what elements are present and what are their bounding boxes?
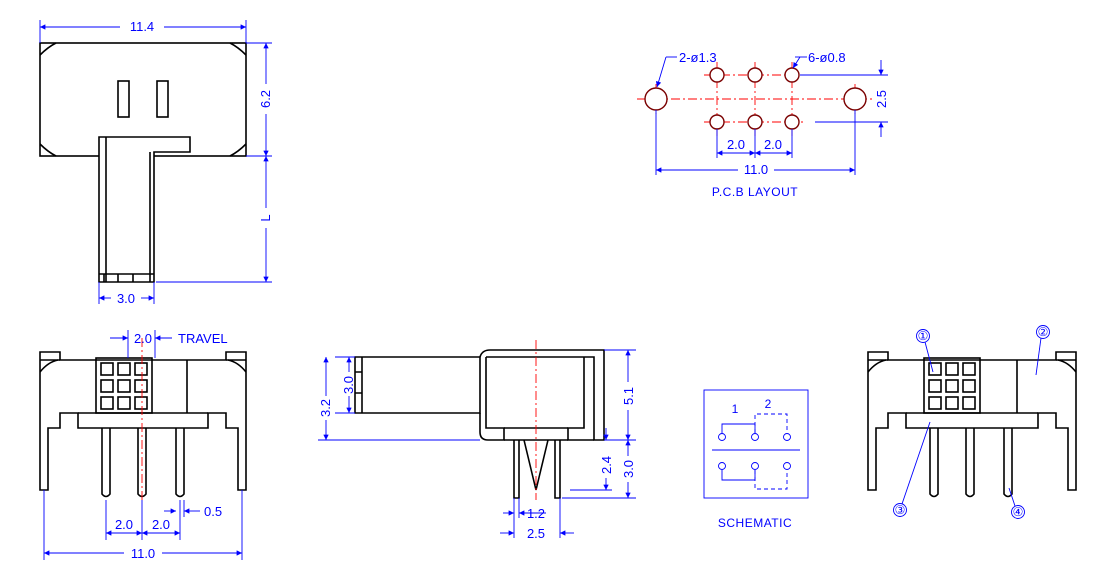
dim-body-height: 5.1 [621,387,636,405]
pin-hole [709,67,725,83]
callout-4: ④ [1013,505,1024,519]
schematic-frame [703,389,809,499]
callout-2: ② [1038,325,1049,339]
dim-actuator-offset: 3.2 [318,399,333,417]
side-actuator [354,356,481,414]
callout-view: ① ② ③ ④ [867,325,1077,519]
side-pin-left [513,440,520,499]
dim-actuator-width: 3.0 [117,291,135,306]
dim-row-pitch: 2.5 [874,90,889,108]
front-body-outline [39,351,247,491]
pin-hole [709,114,725,130]
pcb-layout-view: 2-ø1.3 6-ø0.8 2.5 2.0 2.0 11.0 P.C.B LAY… [637,50,889,199]
actuator-frame [95,357,153,414]
dim-overall-width: 11.0 [131,546,155,561]
top-view: 11.4 6.2 L 3.0 [39,19,273,306]
callout-body-outline [867,351,1077,491]
side-body [479,349,605,441]
dim-pitch-right: 2.0 [764,137,782,152]
callout-3: ③ [895,503,906,517]
pin-hole [747,67,763,83]
corner-detail [229,143,247,157]
side-pin-right [554,440,561,499]
side-view: 3.0 3.2 5.1 3.0 2.4 1.2 2.5 [318,340,636,541]
dim-pin-pitch-right: 2.0 [152,517,170,532]
mounting-hole-right [843,87,867,111]
callout-small-holes: 6-ø0.8 [808,50,846,65]
dim-height: 6.2 [258,90,273,108]
travel-label: TRAVEL [178,331,228,346]
dim-width: 11.4 [130,19,154,34]
dim-actuator-height: 3.0 [341,376,356,394]
pcb-layout-caption: P.C.B LAYOUT [712,185,798,199]
schematic-view: 1 2 SCHEMATIC [703,389,809,530]
dim-pitch-left: 2.0 [727,137,745,152]
front-view: 2.0 TRAVEL 2.0 2.0 0.5 11.0 [39,330,247,561]
dim-side-pin-width: 1.2 [527,506,545,521]
dim-length: L [258,214,273,221]
schematic-caption: SCHEMATIC [718,516,792,530]
callout-big-holes: 2-ø1.3 [679,50,717,65]
corner-detail [39,143,57,157]
mounting-hole-left [644,87,668,111]
dim-side-pin-span: 2.5 [527,526,545,541]
pin-hole [784,67,800,83]
actuator-slot-right [156,80,169,118]
actuator-slot-left [117,80,130,118]
schematic-pole-2: 2 [765,397,772,411]
dim-pin-length-outer: 3.0 [621,460,636,478]
pin-right [175,428,185,498]
schematic-pole-1: 1 [732,402,739,416]
callout-1: ① [918,329,929,343]
actuator-grip-grid [100,362,148,410]
dim-span: 11.0 [744,162,768,177]
dim-travel: 2.0 [134,331,152,346]
corner-detail [39,42,57,56]
actuator-lever [98,136,191,283]
corner-detail [229,42,247,56]
dim-pin-width: 0.5 [204,504,222,519]
dim-pin-pitch-left: 2.0 [115,517,133,532]
pin-left [101,428,111,498]
actuator-grip [103,274,134,282]
dim-pin-length-inner: 2.4 [599,456,614,474]
pin-hole [747,114,763,130]
pin-hole [784,114,800,130]
